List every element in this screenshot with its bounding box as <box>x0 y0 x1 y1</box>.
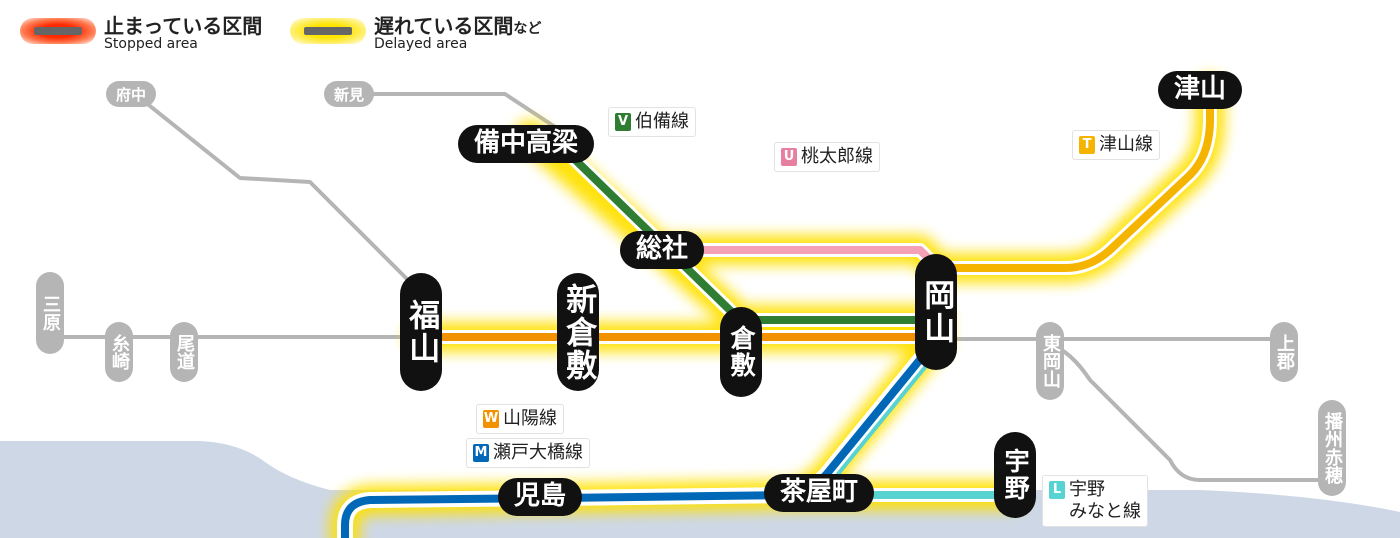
station-higashi-okayama[interactable]: 東岡山 <box>1036 322 1064 400</box>
station-fukuyama[interactable]: 福山 <box>400 273 442 391</box>
legend-delayed-title-main: 遅れている区間 <box>374 14 514 38</box>
seto-ohashi-line-name: 瀬戸大橋線 <box>493 442 583 463</box>
uno-minato-code-icon: L <box>1049 481 1065 499</box>
hakubi-line <box>553 138 943 327</box>
legend-stopped-sub: Stopped area <box>104 36 198 52</box>
delayed-swatch-icon <box>290 18 366 44</box>
station-onomichi[interactable]: 尾道 <box>170 322 198 382</box>
sanyo-code-icon: W <box>483 410 499 428</box>
stopped-swatch-icon <box>20 18 96 44</box>
station-shin-kurashiki[interactable]: 新倉敷 <box>557 273 599 391</box>
station-mihara[interactable]: 三原 <box>36 272 64 354</box>
legend-delayed: 遅れている区間など Delayed area <box>290 8 590 58</box>
seto-ohashi-code-icon: M <box>473 444 489 462</box>
tsuyama-line-name: 津山線 <box>1099 134 1153 155</box>
fukuen-line <box>133 92 422 294</box>
sanyo-line-name: 山陽線 <box>503 408 557 429</box>
station-niimi[interactable]: 新見 <box>324 81 375 107</box>
station-kamigori[interactable]: 上郡 <box>1270 322 1298 382</box>
station-tsuyama[interactable]: 津山 <box>1158 71 1243 109</box>
station-uno[interactable]: 宇野 <box>994 432 1036 518</box>
station-chayamachi[interactable]: 茶屋町 <box>764 474 875 512</box>
legend-delayed-sub: Delayed area <box>374 36 468 52</box>
legend-delayed-title-suffix: など <box>513 21 542 37</box>
station-kurashiki[interactable]: 倉敷 <box>720 307 762 397</box>
station-okayama[interactable]: 岡山 <box>915 254 957 370</box>
station-soja[interactable]: 総社 <box>620 231 705 269</box>
station-kojima[interactable]: 児島 <box>498 478 583 516</box>
station-fuchu[interactable]: 府中 <box>106 81 157 107</box>
ako-line <box>1049 343 1334 482</box>
uno-minato-line-name: 宇野 みなと線 <box>1069 479 1141 522</box>
legend-stopped: 止まっている区間 Stopped area <box>20 8 300 58</box>
legend-stopped-title: 止まっている区間 <box>104 14 263 38</box>
legend-delayed-title: 遅れている区間など <box>374 10 541 39</box>
momotaro-code-icon: U <box>781 148 797 166</box>
momotaro-line-name: 桃太郎線 <box>801 146 873 167</box>
station-itozaki[interactable]: 糸崎 <box>105 322 133 382</box>
station-bicchu-takahashi[interactable]: 備中高梁 <box>458 125 595 163</box>
station-banshu-ako[interactable]: 播州赤穂 <box>1318 400 1346 496</box>
hakubi-code-icon: V <box>615 113 631 131</box>
tsuyama-code-icon: T <box>1079 136 1095 154</box>
hakubi-line-name: 伯備線 <box>635 111 689 132</box>
